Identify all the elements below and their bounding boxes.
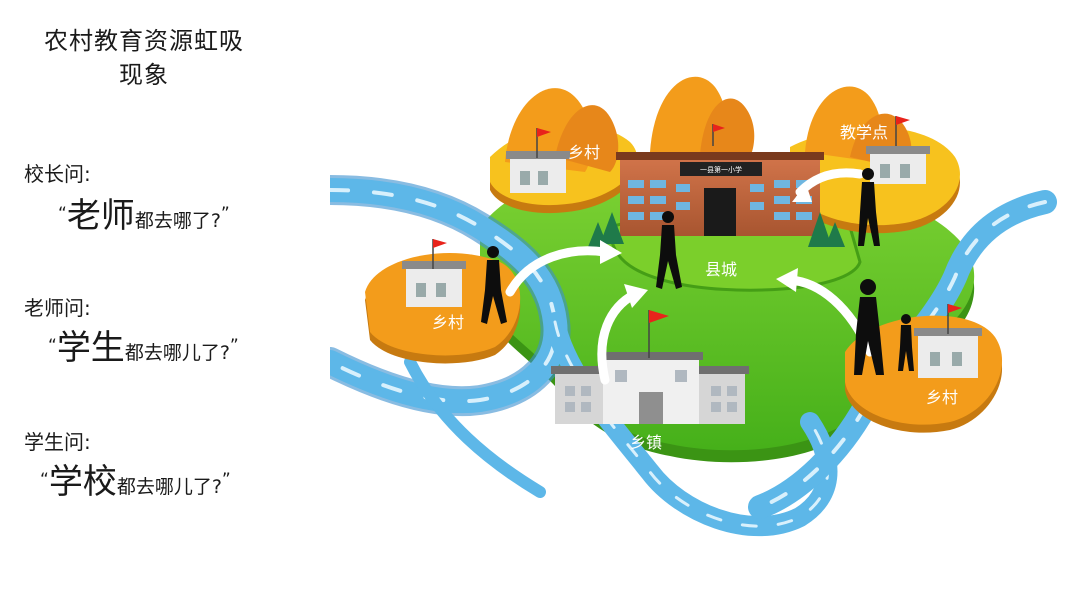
village-top-island: 乡村 [490, 88, 637, 214]
village-house [914, 328, 982, 378]
title-line-2: 现象 [119, 61, 169, 89]
township-label: 乡镇 [630, 433, 662, 452]
township-building [551, 352, 749, 424]
question-emphasis: 老师 [66, 196, 135, 236]
teacher-question: “学生都去哪儿了?” [48, 328, 239, 368]
flag-icon [536, 128, 551, 158]
village-house [506, 151, 570, 193]
person-silhouette-icon [481, 168, 914, 375]
page-title: 农村教育资源虹吸 现象 [20, 24, 268, 92]
teacher-asks-label: 老师问: [24, 296, 91, 320]
teaching-point-house [866, 146, 930, 184]
flag-icon [947, 304, 962, 334]
village-right-island: 乡村 [845, 304, 1003, 433]
curved-arrow-icon [505, 168, 875, 385]
question-emphasis: 学生 [56, 328, 125, 368]
mountain-icon [555, 105, 619, 172]
village-top-label: 乡村 [568, 143, 600, 162]
student-asks-label: 学生问: [24, 430, 91, 454]
pine-tree-icon [588, 212, 845, 247]
school-sign: 一县第一小学 [700, 165, 742, 174]
mountain-cluster [650, 76, 755, 157]
village-left-island: 乡村 [365, 239, 521, 364]
teaching-point-island: 教学点 [790, 86, 960, 234]
county-label: 县城 [705, 260, 737, 279]
teaching-point-label: 教学点 [840, 123, 888, 142]
flag-icon [648, 310, 669, 358]
flag-icon [432, 239, 447, 269]
title-line-1: 农村教育资源虹吸 [44, 27, 244, 55]
principal-asks-label: 校长问: [24, 162, 91, 186]
county-school: 一县第一小学 [616, 152, 824, 236]
village-left-label: 乡村 [432, 313, 464, 332]
village-house [402, 261, 466, 307]
student-question: “学校都去哪儿了?” [40, 462, 231, 502]
principal-question: “老师都去哪了?” [58, 196, 230, 236]
education-map-illustration: 乡村 教学点 一县第一小学 [330, 76, 1057, 537]
curved-arrow-icon [600, 184, 812, 308]
question-emphasis: 学校 [48, 462, 117, 502]
village-right-label: 乡村 [926, 388, 958, 407]
flag-icon [895, 116, 910, 146]
flag-icon [712, 124, 725, 146]
